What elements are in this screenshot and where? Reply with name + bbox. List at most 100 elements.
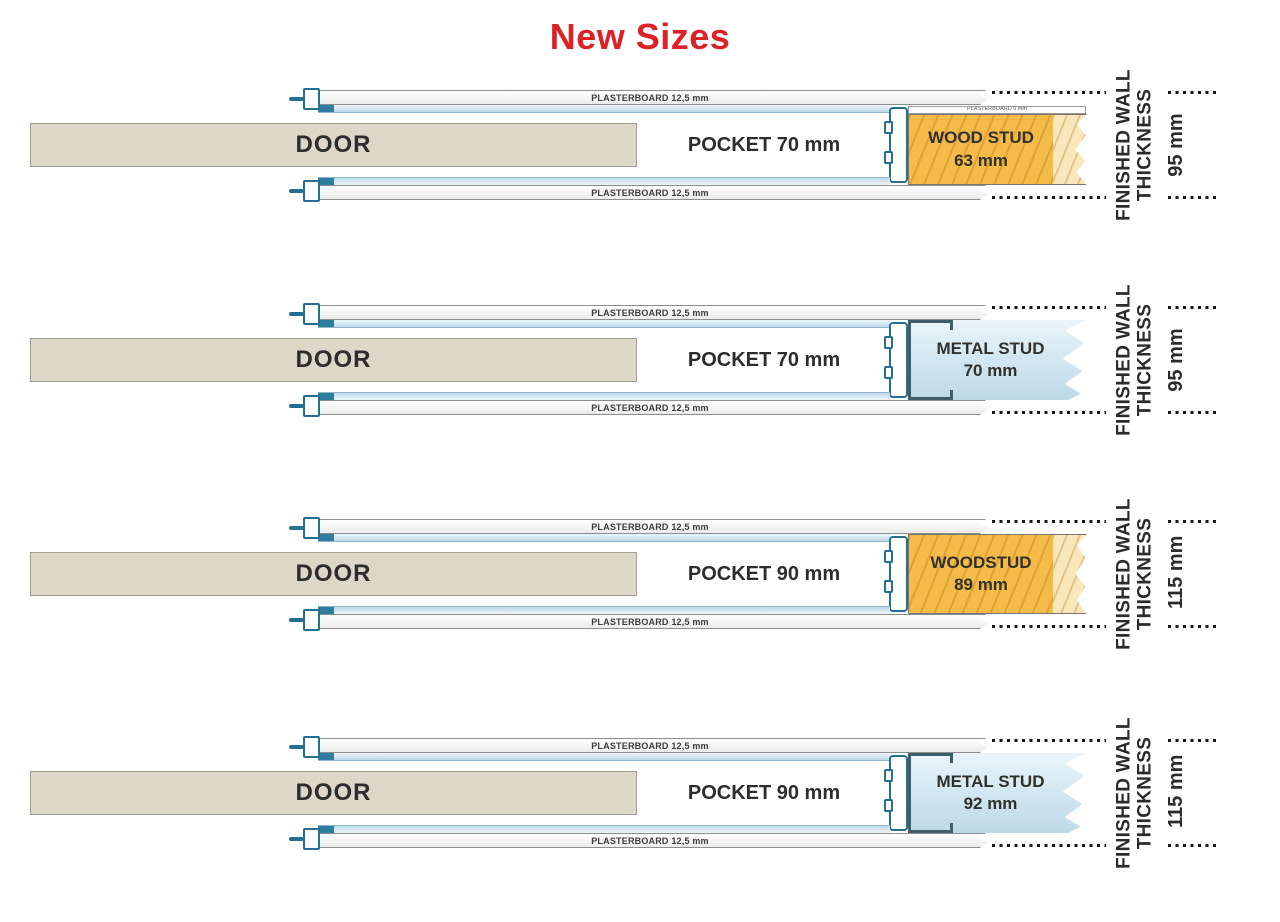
wall-label-line2: THICKNESS xyxy=(1134,517,1156,631)
page-title: New Sizes xyxy=(549,16,731,57)
profile-notch xyxy=(884,550,893,563)
pocket-liner-bottom xyxy=(318,825,890,833)
pocket-label: POCKET 90 mm xyxy=(687,562,841,585)
dimension-dotted-line xyxy=(1168,196,1218,199)
metal-stud-flange-bottom xyxy=(908,823,953,833)
pocket-liner-bottom xyxy=(318,177,890,185)
plasterboard-bottom: PLASTERBOARD 12,5 mm xyxy=(310,614,988,629)
pocket-label: POCKET 70 mm xyxy=(687,133,841,156)
stud-label-line2: 89 mm xyxy=(954,575,1008,594)
profile-notch xyxy=(884,769,893,782)
door-label: DOOR xyxy=(295,346,372,373)
pocket-end-profile xyxy=(884,755,908,831)
dimension-dotted-line xyxy=(1168,844,1218,847)
profile-notch xyxy=(884,336,893,349)
frame-clip-bottom xyxy=(303,828,320,850)
pocket-liner-bottom xyxy=(318,606,890,614)
wall-label-line1: FINISHED WALL xyxy=(1113,717,1135,869)
pocket-end-profile xyxy=(884,536,908,612)
dimension-dotted-line xyxy=(992,625,1106,628)
wall-thickness-value: 115 mm xyxy=(1165,754,1187,828)
dimension-dotted-line xyxy=(1168,520,1218,523)
wall-label-line1: FINISHED WALL xyxy=(1113,498,1135,650)
finished-wall-thickness-label: FINISHED WALL THICKNESS xyxy=(1114,273,1158,448)
dimension-dotted-line xyxy=(992,739,1106,742)
wall-thickness-value: 95 mm xyxy=(1165,113,1187,177)
wall-label-line2: THICKNESS xyxy=(1134,303,1156,417)
metal-stud-flange-top xyxy=(908,753,953,763)
dimension-dotted-line xyxy=(1168,306,1218,309)
wall-label-line1: FINISHED WALL xyxy=(1113,69,1135,221)
plasterboard-bottom-label: PLASTERBOARD 12,5 mm xyxy=(591,187,709,198)
pocket-liner-top xyxy=(318,753,890,761)
door: DOOR xyxy=(30,338,637,382)
pocket-label: POCKET 90 mm xyxy=(687,781,841,804)
plasterboard-top-label: PLASTERBOARD 12,5 mm xyxy=(591,740,709,751)
metal-stud: METAL STUD 70 mm xyxy=(908,320,1086,400)
metal-stud-flange-bottom xyxy=(908,390,953,400)
door-label: DOOR xyxy=(295,779,372,806)
plasterboard-top-label: PLASTERBOARD 12,5 mm xyxy=(591,92,709,103)
plasterboard-top-label: PLASTERBOARD 12,5 mm xyxy=(591,307,709,318)
dimension-dotted-line xyxy=(992,196,1106,199)
door-label: DOOR xyxy=(295,560,372,587)
frame-tick-bottom xyxy=(289,837,304,841)
dimension-dotted-line xyxy=(1168,739,1218,742)
frame-clip-top xyxy=(303,736,320,758)
stud-label-line1: WOOD STUD xyxy=(928,128,1034,148)
plasterboard-bottom-label: PLASTERBOARD 12,5 mm xyxy=(591,835,709,846)
frame-clip-bottom xyxy=(303,395,320,417)
frame-tick-top xyxy=(289,97,304,101)
dimension-dotted-line xyxy=(992,520,1106,523)
wall-thickness-value: 95 mm xyxy=(1165,328,1187,392)
pocket-liner-top xyxy=(318,534,890,542)
frame-clip-top xyxy=(303,517,320,539)
dimension-dotted-line xyxy=(992,306,1106,309)
frame-tick-top xyxy=(289,526,304,530)
frame-tick-top xyxy=(289,745,304,749)
pocket-end-profile xyxy=(884,322,908,398)
plasterboard-bottom: PLASTERBOARD 12,5 mm xyxy=(310,185,988,200)
plasterboard-bottom-label: PLASTERBOARD 12,5 mm xyxy=(591,616,709,627)
dimension-dotted-line xyxy=(992,91,1106,94)
metal-stud-flange-top xyxy=(908,320,953,330)
packer-label: PLASTERBOARD 6 mm xyxy=(967,106,1027,113)
stud-label-line1: WOODSTUD xyxy=(930,552,1032,572)
dimension-dotted-line xyxy=(1168,91,1218,94)
plasterboard-bottom-label: PLASTERBOARD 12,5 mm xyxy=(591,402,709,413)
dimension-dotted-line xyxy=(992,844,1106,847)
door-label: DOOR xyxy=(295,131,372,158)
finished-wall-thickness-label: FINISHED WALL THICKNESS xyxy=(1114,487,1158,662)
wall-label-line2: THICKNESS xyxy=(1134,88,1156,202)
frame-clip-top xyxy=(303,88,320,110)
profile-notch xyxy=(884,121,893,134)
frame-tick-bottom xyxy=(289,189,304,193)
diagram-pocket90-woodstud89: PLASTERBOARD 12,5 mm DOOR POCKET 90 mm W… xyxy=(0,498,1280,650)
wall-continuation xyxy=(1053,534,1087,614)
plasterboard-top: PLASTERBOARD 12,5 mm xyxy=(310,738,988,753)
finished-wall-thickness-label: FINISHED WALL THICKNESS xyxy=(1114,58,1158,233)
frame-tick-bottom xyxy=(289,404,304,408)
stud-label-line1: METAL STUD xyxy=(936,338,1045,358)
frame-clip-top xyxy=(303,303,320,325)
frame-clip-bottom xyxy=(303,609,320,631)
door: DOOR xyxy=(30,123,637,167)
door: DOOR xyxy=(30,771,637,815)
stud-label-line2: 92 mm xyxy=(963,794,1018,813)
wall-label-line1: FINISHED WALL xyxy=(1113,284,1135,436)
dimension-dotted-line xyxy=(1168,625,1218,628)
plasterboard-top: PLASTERBOARD 12,5 mm xyxy=(310,519,988,534)
plasterboard-top: PLASTERBOARD 12,5 mm xyxy=(310,90,988,105)
diagram-pocket70-woodstud63: PLASTERBOARD 12,5 mm DOOR POCKET 70 mm P… xyxy=(0,69,1280,221)
metal-stud: METAL STUD 92 mm xyxy=(908,753,1086,833)
diagram-pocket70-metalstud70: PLASTERBOARD 12,5 mm DOOR POCKET 70 mm M… xyxy=(0,284,1280,436)
door: DOOR xyxy=(30,552,637,596)
wall-thickness-value: 115 mm xyxy=(1165,535,1187,609)
wood-stud: WOOD STUD 63 mm xyxy=(908,114,1054,185)
wall-continuation xyxy=(1053,114,1087,185)
stud-label-line1: METAL STUD xyxy=(936,771,1045,791)
stud-label-line2: 70 mm xyxy=(963,361,1018,380)
stud-label-line2: 63 mm xyxy=(954,150,1008,170)
profile-notch xyxy=(884,799,893,812)
